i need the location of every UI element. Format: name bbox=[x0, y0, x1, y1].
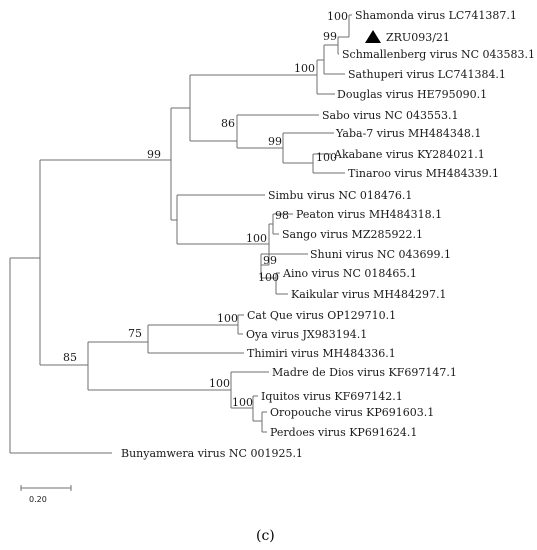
bootstrap-value: 100 bbox=[217, 312, 238, 325]
bootstrap-value: 99 bbox=[323, 30, 337, 43]
taxon-label-sango: Sango virus MZ285922.1 bbox=[282, 228, 423, 241]
bootstrap-value: 100 bbox=[209, 377, 230, 390]
bootstrap-value: 98 bbox=[275, 209, 289, 222]
taxon-label-douglas: Douglas virus HE795090.1 bbox=[337, 88, 487, 101]
bootstrap-value: 100 bbox=[232, 396, 253, 409]
panel-label: (c) bbox=[256, 528, 275, 544]
taxon-label-akabane: Akabane virus KY284021.1 bbox=[333, 148, 485, 161]
bootstrap-value: 100 bbox=[258, 271, 279, 284]
taxon-labels: Shamonda virus LC741387.1 ZRU093/21 Schm… bbox=[121, 9, 535, 460]
taxon-label-sabo: Sabo virus NC 043553.1 bbox=[322, 109, 459, 122]
taxon-label-sathuperi: Sathuperi virus LC741384.1 bbox=[348, 68, 506, 81]
taxon-label-yaba7: Yaba-7 virus MH484348.1 bbox=[335, 127, 481, 140]
taxon-label-schmallenberg: Schmallenberg virus NC 043583.1 bbox=[342, 48, 535, 61]
query-marker-triangle-icon bbox=[365, 30, 381, 43]
taxon-label-iquitos: Iquitos virus KF697142.1 bbox=[261, 390, 403, 403]
tree-branches bbox=[9, 14, 352, 454]
bootstrap-value: 100 bbox=[294, 62, 315, 75]
bootstrap-values: 100 99 100 86 99 100 99 98 100 99 100 10… bbox=[63, 10, 348, 409]
taxon-label-simbu: Simbu virus NC 018476.1 bbox=[268, 189, 412, 202]
taxon-label-madre-de-dios: Madre de Dios virus KF697147.1 bbox=[272, 366, 457, 379]
bootstrap-value: 100 bbox=[316, 151, 337, 164]
bootstrap-value: 100 bbox=[327, 10, 348, 23]
bootstrap-value: 99 bbox=[268, 135, 282, 148]
taxon-label-tinaroo: Tinaroo virus MH484339.1 bbox=[348, 167, 499, 180]
taxon-label-bunyamwera: Bunyamwera virus NC 001925.1 bbox=[121, 447, 303, 460]
taxon-label-zru093: ZRU093/21 bbox=[386, 31, 450, 44]
scale-bar-label: 0.20 bbox=[29, 495, 47, 504]
taxon-label-thimiri: Thimiri virus MH484336.1 bbox=[247, 347, 396, 360]
scale-bar: 0.20 bbox=[20, 485, 72, 504]
taxon-label-oya: Oya virus JX983194.1 bbox=[246, 328, 367, 341]
bootstrap-value: 85 bbox=[63, 351, 77, 364]
taxon-label-aino: Aino virus NC 018465.1 bbox=[282, 267, 417, 280]
taxon-label-perdoes: Perdoes virus KP691624.1 bbox=[270, 426, 417, 439]
taxon-label-shuni: Shuni virus NC 043699.1 bbox=[310, 248, 451, 261]
taxon-label-shamonda: Shamonda virus LC741387.1 bbox=[355, 9, 517, 22]
taxon-label-peaton: Peaton virus MH484318.1 bbox=[296, 208, 442, 221]
bootstrap-value: 75 bbox=[128, 327, 142, 340]
taxon-label-oropouche: Oropouche virus KP691603.1 bbox=[270, 406, 434, 419]
taxon-label-kaikular: Kaikular virus MH484297.1 bbox=[291, 288, 446, 301]
taxon-label-catque: Cat Que virus OP129710.1 bbox=[247, 309, 396, 322]
bootstrap-value: 100 bbox=[246, 232, 267, 245]
bootstrap-value: 99 bbox=[147, 148, 161, 161]
bootstrap-value: 86 bbox=[221, 117, 235, 130]
bootstrap-value: 99 bbox=[263, 254, 277, 267]
